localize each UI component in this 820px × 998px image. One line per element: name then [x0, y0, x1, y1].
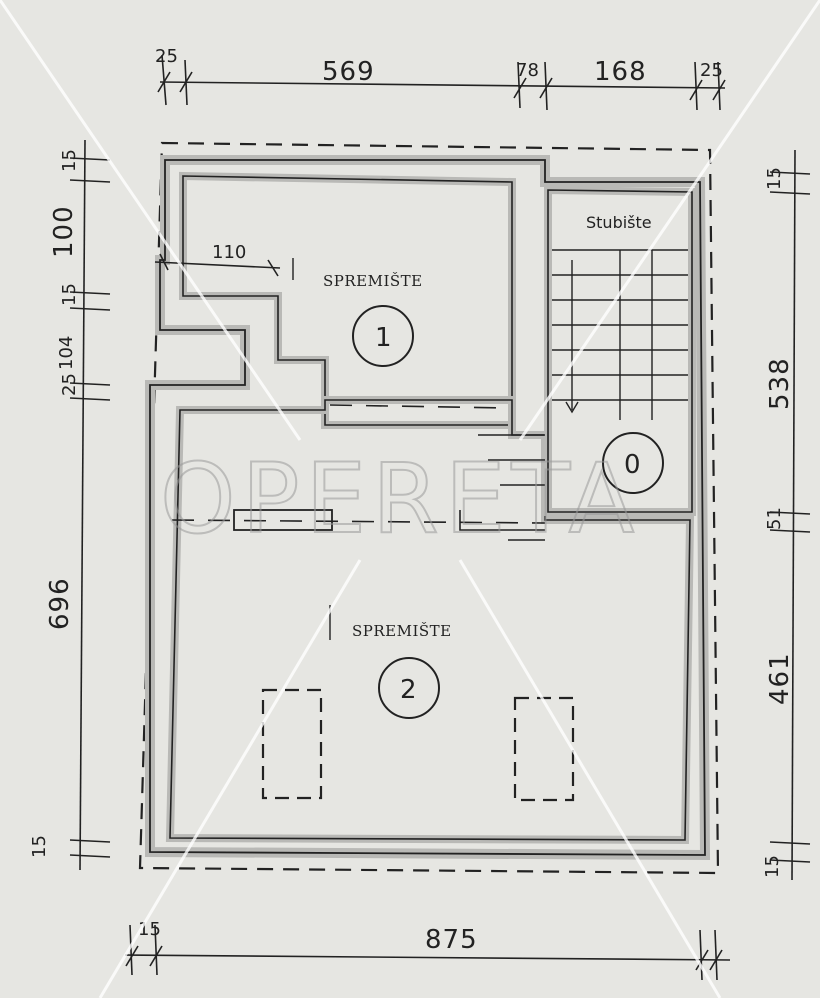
top-dim-1: 25	[155, 46, 178, 67]
niche-dimension	[154, 253, 281, 277]
top-dim-3: 78	[516, 60, 539, 81]
right-dim-2: 538	[765, 357, 795, 410]
right-dimension-line	[769, 149, 811, 881]
room-2-number: 2	[400, 675, 417, 705]
room-1-circle	[352, 305, 414, 367]
stair-circle	[602, 432, 664, 494]
left-dimension-line	[69, 139, 111, 871]
stair-label: Stubište	[586, 213, 652, 232]
fixture-right	[513, 696, 575, 802]
top-dim-2: 569	[322, 57, 375, 87]
right-dim-1: 15	[764, 167, 785, 190]
left-dim-3: 15	[59, 283, 80, 306]
left-dim-6: 696	[45, 577, 75, 630]
room-1-number: 1	[375, 323, 392, 353]
left-dim-7: 15	[29, 835, 50, 858]
room-2-circle	[378, 657, 440, 719]
left-dim-4: 104	[56, 336, 77, 370]
right-dim-5: 15	[762, 855, 783, 878]
walls	[145, 155, 711, 861]
stair-number: 0	[624, 450, 641, 480]
bottom-dimension-line	[124, 924, 731, 981]
watermark-logo: OPERETA	[160, 443, 640, 555]
right-dim-4: 461	[765, 652, 795, 705]
top-dim-5: 25	[700, 60, 723, 81]
stair-treads	[478, 249, 688, 486]
dashed-fixtures	[261, 688, 575, 802]
room-1-label: SPREMIŠTE	[323, 272, 423, 290]
left-dim-1: 15	[59, 149, 80, 172]
left-dim-5: 25	[59, 373, 80, 396]
right-dim-3: 51	[764, 507, 785, 530]
left-dim-2: 100	[49, 205, 79, 258]
bottom-dim-2: 875	[425, 925, 478, 955]
top-dim-4: 168	[594, 57, 647, 87]
top-dimension-line	[157, 54, 726, 111]
room-2-label: SPREMIŠTE	[352, 622, 452, 640]
fixture-left	[261, 688, 323, 800]
niche-dimension-text: 110	[212, 242, 246, 263]
